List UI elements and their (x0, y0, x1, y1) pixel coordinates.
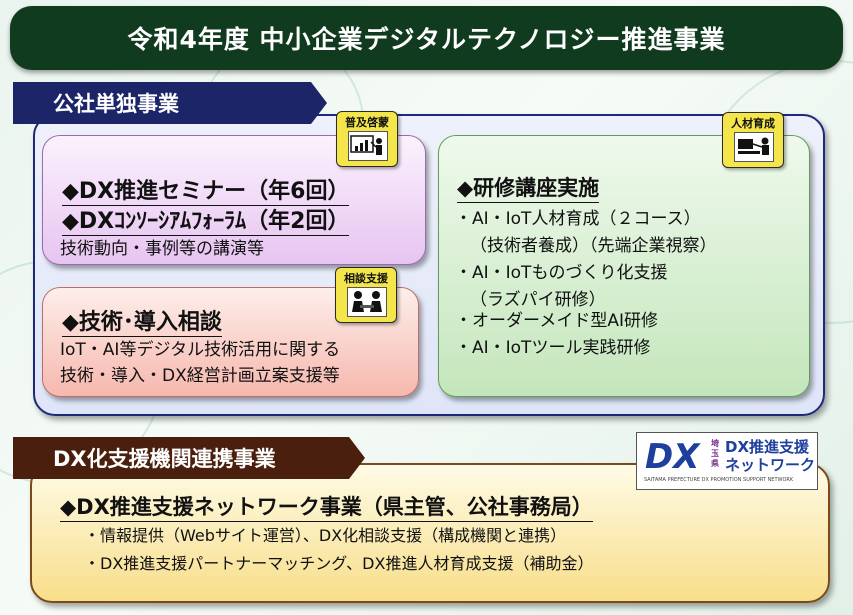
dx-logo-mark: DX (645, 437, 700, 477)
network-item: ・情報提供（Webサイト運営）、DX化相談支援（構成機関と連携） (84, 526, 567, 545)
dissemination-badge: 普及啓蒙 (336, 111, 398, 167)
training-item: （技術者養成）（先端企業視察） (470, 236, 717, 256)
training-item: ・AI・IoT人材育成（２コース） (455, 209, 701, 229)
training-item: ・オーダーメイド型AI研修 (455, 311, 658, 331)
dx-network-logo: DX 埼玉県 DX推進支援 ネットワーク SAITAMA PREFECTURE … (636, 432, 818, 490)
badge-label: 相談支援 (344, 272, 388, 285)
network-heading: ◆DX推進支援ネットワーク事業（県主管、公社事務局） (60, 491, 593, 522)
consultation-line-2: 技術・導入・DX経営計画立案支援等 (60, 366, 340, 386)
consultation-icon (347, 287, 387, 317)
consultation-badge: 相談支援 (335, 267, 397, 323)
presentation-icon (348, 131, 388, 161)
badge-label: 普及啓蒙 (345, 116, 389, 129)
forum-heading: ◆DXｺﾝｿｰｼｱﾑﾌｫｰﾗﾑ（年2回） (62, 203, 350, 236)
seminar-heading: ◆DX推進セミナー（年6回） (62, 173, 350, 206)
badge-label: 人材育成 (731, 117, 775, 130)
network-item: ・DX推進支援パートナーマッチング、DX推進人材育成支援（補助金） (84, 554, 594, 573)
page-title: 令和4年度 中小企業デジタルテクノロジー推進事業 (10, 6, 843, 70)
logo-subtext: SAITAMA PREFECTURE DX PROMOTION SUPPORT … (644, 477, 794, 483)
training-item: ・AI・IoTツール実践研修 (455, 338, 651, 358)
training-icon (734, 132, 774, 162)
training-box (438, 135, 810, 397)
training-badge: 人材育成 (722, 112, 784, 168)
section2-tab: DX化支援機関連携事業 (13, 437, 365, 479)
training-item: ・AI・IoTものづくり化支援 (455, 263, 668, 283)
logo-prefecture: 埼玉県 (711, 439, 719, 468)
training-item: （ラズパイ研修） (470, 290, 606, 310)
logo-text-1: DX推進支援 (725, 438, 810, 456)
training-heading: ◆研修講座実施 (457, 172, 600, 203)
consultation-line-1: IoT・AI等デジタル技術活用に関する (60, 340, 341, 360)
consultation-heading: ◆技術･導入相談 (62, 304, 222, 337)
logo-text-2: ネットワーク (725, 456, 816, 474)
section1-tab: 公社単独事業 (13, 82, 327, 124)
seminar-desc: 技術動向・事例等の講演等 (60, 239, 264, 259)
